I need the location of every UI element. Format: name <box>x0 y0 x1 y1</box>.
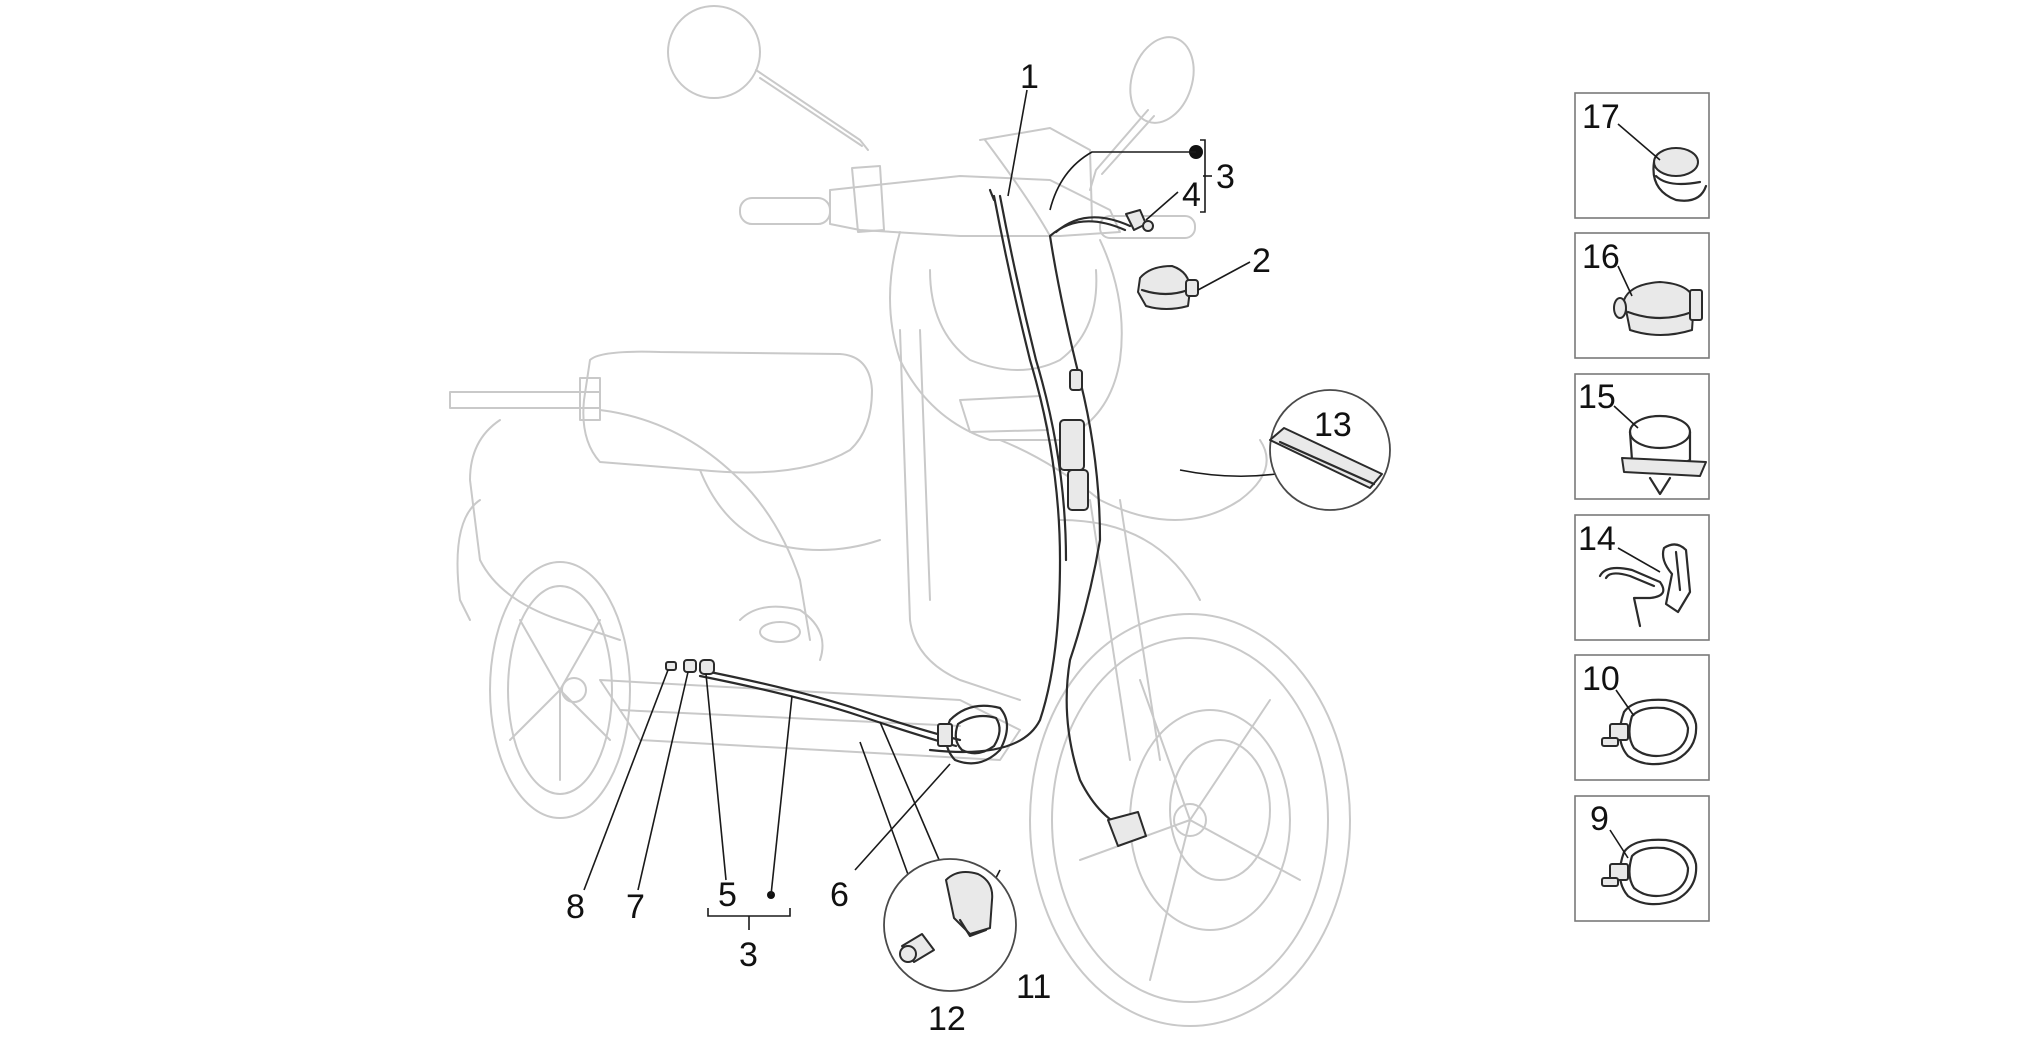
callout-3-top: 3 <box>1216 158 1235 196</box>
callout-labels: 1 3 4 2 13 8 7 5 3 6 11 12 17 16 15 14 1… <box>566 58 1620 1038</box>
cable-part-6 <box>698 668 962 742</box>
cable-part-3 <box>1048 220 1132 832</box>
detail-11-12 <box>883 858 1017 992</box>
part-box-17 <box>1574 92 1710 219</box>
callout-3-bottom: 3 <box>739 936 758 974</box>
part-box-14 <box>1574 514 1710 641</box>
right-mirror <box>1129 36 1195 124</box>
callout-2: 2 <box>1252 242 1271 280</box>
part-2-grommet <box>1137 265 1199 310</box>
part-7-fitting <box>683 659 697 673</box>
part-box-10 <box>1574 654 1710 781</box>
callout-7: 7 <box>626 888 645 926</box>
part-box-9 <box>1574 795 1710 922</box>
callout-17: 17 <box>1582 98 1620 136</box>
callout-16: 16 <box>1582 238 1620 276</box>
callout-12: 12 <box>928 1000 966 1038</box>
callout-4: 4 <box>1182 176 1201 214</box>
leader-lines <box>583 89 1277 955</box>
callout-11: 11 <box>1016 968 1051 1006</box>
callout-1: 1 <box>1020 58 1039 96</box>
callout-14: 14 <box>1578 520 1616 558</box>
callout-15: 15 <box>1578 378 1616 416</box>
detail-13 <box>1269 389 1391 511</box>
box-leader-lines <box>1609 123 1661 859</box>
callout-6: 6 <box>830 876 849 914</box>
callout-8: 8 <box>566 888 585 926</box>
cable-clip <box>937 704 1009 765</box>
part-5-fitting <box>699 659 715 675</box>
part-8-fitting <box>665 661 677 671</box>
part-box-16 <box>1574 232 1710 359</box>
part-box-15 <box>1574 373 1710 500</box>
callout-9: 9 <box>1590 800 1609 838</box>
rear-wheel <box>489 561 631 819</box>
callout-10: 10 <box>1582 660 1620 698</box>
front-wheel <box>1029 613 1351 1027</box>
cable-part-1 <box>928 194 1062 754</box>
scooter-outline <box>449 5 1351 1027</box>
cable-assembly <box>665 145 1203 899</box>
left-mirror <box>667 5 761 99</box>
callout-5: 5 <box>718 876 737 914</box>
callout-13: 13 <box>1314 406 1352 444</box>
